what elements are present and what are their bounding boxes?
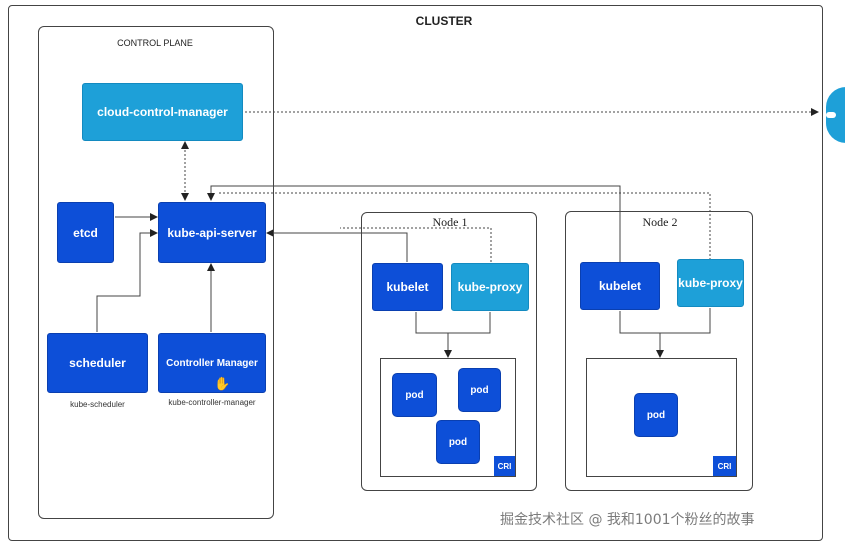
- mouse-cursor-icon: ✋: [214, 376, 231, 391]
- node1-kubelet-api-arrow: [266, 229, 408, 262]
- cluster-frame: [8, 5, 823, 541]
- etcd-box[interactable]: etcd: [57, 202, 114, 263]
- node1-kubelet-box[interactable]: kubelet: [372, 263, 443, 311]
- controller-manager-caption: kube-controller-manager: [168, 398, 256, 407]
- cloud-control-manager-box[interactable]: cloud-control-manager: [82, 83, 243, 141]
- control-plane-title: CONTROL PLANE: [117, 38, 193, 48]
- node2-title: Node 2: [642, 215, 678, 229]
- node1-pod-3[interactable]: pod: [436, 420, 480, 464]
- cloud-provider-icon-notch: [826, 112, 836, 118]
- controller-manager-box[interactable]: Controller Manager: [158, 333, 266, 393]
- scheduler-caption: kube-scheduler: [70, 400, 125, 409]
- node1-pod-2[interactable]: pod: [458, 368, 501, 412]
- scheduler-api-arrow: [96, 229, 158, 332]
- scheduler-box[interactable]: scheduler: [47, 333, 148, 393]
- node1-proxy-api-dotted: [340, 227, 492, 262]
- kube-api-server-box[interactable]: kube-api-server: [158, 202, 266, 263]
- node2-cri-badge: CRI: [713, 456, 736, 476]
- node1-title: Node 1: [432, 215, 468, 229]
- node2-merge-line: [619, 308, 711, 334]
- node1-merge-line: [415, 312, 491, 334]
- node2-kube-proxy-box[interactable]: kube-proxy: [677, 259, 744, 307]
- node2-frame: [565, 211, 753, 491]
- node2-kubelet-box[interactable]: kubelet: [580, 262, 660, 310]
- control-plane-frame: [38, 26, 274, 519]
- node1-frame: [361, 212, 537, 491]
- node1-cri-badge: CRI: [494, 456, 515, 476]
- node1-kube-proxy-box[interactable]: kube-proxy: [451, 263, 529, 311]
- node2-pod-1[interactable]: pod: [634, 393, 678, 437]
- node1-pods-frame: [380, 358, 516, 477]
- watermark-text: 掘金技术社区 @ 我和1001个粉丝的故事: [500, 512, 755, 528]
- node2-pods-frame: [586, 358, 737, 477]
- node1-pod-1[interactable]: pod: [392, 373, 437, 417]
- node2-kubelet-api-arrow: [207, 185, 621, 262]
- cluster-title: CLUSTER: [415, 14, 473, 28]
